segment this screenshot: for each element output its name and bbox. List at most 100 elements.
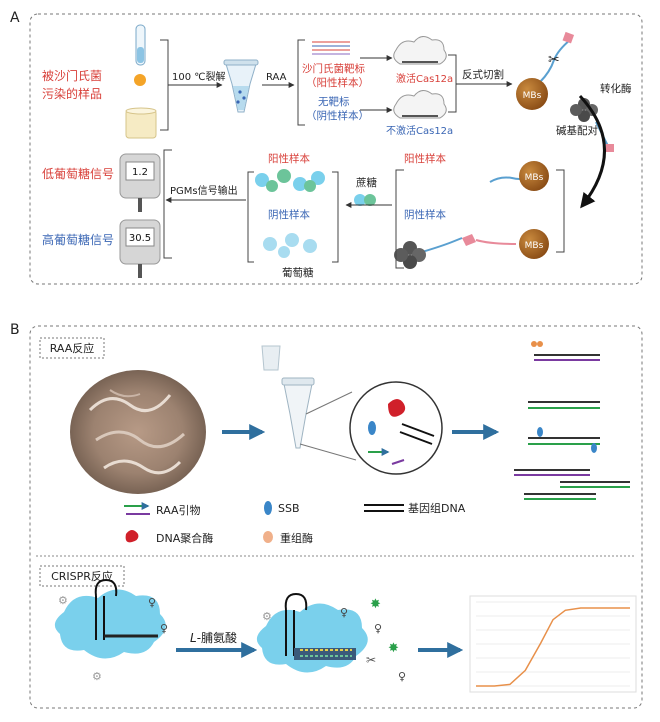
not-activate-label: 不激活Cas12a bbox=[386, 124, 453, 137]
genomic-dna-glyph bbox=[399, 423, 435, 445]
legend-genomic-glyph bbox=[364, 504, 404, 512]
no-target-label-1: 无靶标 bbox=[318, 95, 350, 108]
invertase-bottom-icon bbox=[394, 241, 426, 269]
glucose-meter-high bbox=[119, 219, 161, 278]
panel-a-frame bbox=[29, 13, 643, 285]
legend-recombinase-label: 重组酶 bbox=[280, 531, 313, 545]
fluorophore-icon-1: ✸ bbox=[370, 597, 381, 612]
reporter-icon-4: ⚙ bbox=[92, 670, 102, 683]
zoom-circle bbox=[349, 381, 443, 475]
zoom-line-2 bbox=[299, 443, 357, 461]
legend-genomic-label: 基因组DNA bbox=[408, 501, 466, 515]
no-target-label-2: （阴性样本） bbox=[306, 109, 369, 122]
legend-ssb-label: SSB bbox=[278, 502, 300, 515]
sucrose-glyph-a bbox=[354, 194, 366, 206]
panel-b-frame bbox=[29, 325, 643, 709]
pink-tag bbox=[562, 31, 575, 44]
cas12a-complex-1 bbox=[54, 578, 166, 659]
ssdna-strand bbox=[539, 39, 571, 83]
glucose-meter-low bbox=[119, 153, 161, 212]
mb-label-top: MBs bbox=[523, 91, 542, 101]
zoom-line-1 bbox=[305, 391, 353, 415]
test-tube-icon bbox=[135, 24, 146, 66]
negative-label-mid: 阴性样本 bbox=[268, 208, 310, 221]
raa-tube-icon bbox=[261, 345, 315, 449]
invertase-label: 转化酶 bbox=[600, 82, 632, 95]
glucose-label: 葡萄糖 bbox=[282, 266, 314, 279]
shrimp-photo bbox=[70, 370, 206, 494]
reporter-icon-8: ♀ bbox=[398, 670, 406, 683]
sample-bracket bbox=[160, 39, 169, 131]
sucrose-label: 蔗糖 bbox=[356, 176, 377, 189]
reporter-icon-2: ♀ bbox=[148, 596, 156, 609]
sample-label-2: 污染的样品 bbox=[42, 86, 102, 101]
mb-bracket-right bbox=[556, 169, 565, 253]
legend-polymerase-label: DNA聚合酶 bbox=[156, 531, 213, 545]
sucrose-glyph-b bbox=[364, 194, 376, 206]
legend-polymerase-glyph bbox=[125, 530, 139, 543]
amplification-steps bbox=[514, 341, 630, 500]
meter-high-reading: 30.5 bbox=[129, 233, 151, 244]
cas12a-inactive-icon bbox=[393, 90, 447, 119]
raa-bracket bbox=[297, 39, 305, 126]
proline-rest: -脯氨酸 bbox=[197, 630, 237, 645]
panel-b-label: B bbox=[10, 322, 20, 338]
invertase-tag bbox=[606, 144, 614, 152]
ssb-glyph bbox=[368, 421, 376, 435]
legend-ssb-glyph bbox=[264, 501, 272, 515]
raa-box bbox=[39, 337, 105, 359]
bottom-strand-pink bbox=[475, 239, 517, 245]
cas12a-complex-2 bbox=[256, 592, 368, 673]
mb-bracket-left bbox=[395, 169, 404, 269]
reporter-icon-5: ⚙ bbox=[262, 610, 272, 623]
bottom-tag bbox=[462, 234, 476, 246]
sample-label-1: 被沙门氏菌 bbox=[42, 68, 102, 83]
primer-glyph-purple bbox=[391, 459, 405, 465]
reporter-icon-6: ♀ bbox=[340, 606, 348, 619]
proline-italic: L bbox=[190, 631, 197, 645]
pgm-label: PGMs信号输出 bbox=[170, 184, 238, 197]
legend-recombinase-glyph bbox=[263, 531, 273, 543]
bottom-strand bbox=[421, 237, 463, 253]
raa-box-label: RAA反应 bbox=[50, 341, 95, 355]
polymerase-glyph bbox=[388, 399, 406, 417]
pairing-curve-arrow bbox=[578, 94, 606, 209]
lysis-tube-icon bbox=[223, 59, 259, 113]
beaker-icon bbox=[125, 107, 157, 139]
target-label-2: （阳性样本） bbox=[306, 76, 369, 89]
mb-bead-mid bbox=[519, 161, 549, 191]
mb-bead-top bbox=[516, 78, 548, 110]
negative-label-right: 阴性样本 bbox=[404, 208, 446, 221]
reporter-icon-7: ♀ bbox=[374, 622, 382, 635]
fluorophore-icon-2: ✸ bbox=[388, 641, 399, 656]
reporter-icon-3: ♀ bbox=[160, 622, 168, 635]
positive-label-right: 阳性样本 bbox=[404, 152, 446, 165]
mb-label-bottom: MBs bbox=[525, 241, 544, 251]
high-glucose-label: 高葡萄糖信号 bbox=[42, 232, 114, 247]
colony-icon bbox=[134, 74, 146, 86]
glucose-icon bbox=[263, 233, 317, 258]
fluorescence-curve bbox=[476, 607, 630, 687]
cleave-label: 反式切割 bbox=[462, 68, 504, 81]
glucose-sucrose-mix-icon bbox=[255, 169, 325, 192]
low-glucose-label: 低葡萄糖信号 bbox=[42, 166, 114, 181]
mb-bead-bottom bbox=[519, 229, 549, 259]
target-label-1: 沙门氏菌靶标 bbox=[302, 62, 365, 75]
pgm-bracket bbox=[163, 149, 172, 259]
product-bracket-left bbox=[247, 171, 254, 263]
scissors-icon-b: ✂ bbox=[366, 653, 376, 667]
product-bracket-right bbox=[332, 171, 339, 263]
lysis-label: 100 ℃裂解 bbox=[172, 70, 226, 83]
mb-label-mid: MBs bbox=[525, 173, 544, 183]
reporter-icon-1: ⚙ bbox=[58, 594, 68, 607]
scissors-icon: ✂ bbox=[548, 52, 560, 68]
activate-label: 激活Cas12a bbox=[396, 72, 453, 85]
crispr-box-label: CRISPR反应 bbox=[51, 569, 113, 583]
raa-arrow-label: RAA bbox=[266, 72, 287, 83]
crispr-box bbox=[39, 565, 125, 587]
target-dna-icon bbox=[312, 41, 350, 55]
pairing-label: 碱基配对 bbox=[556, 124, 598, 137]
positive-label-mid: 阳性样本 bbox=[268, 152, 310, 165]
